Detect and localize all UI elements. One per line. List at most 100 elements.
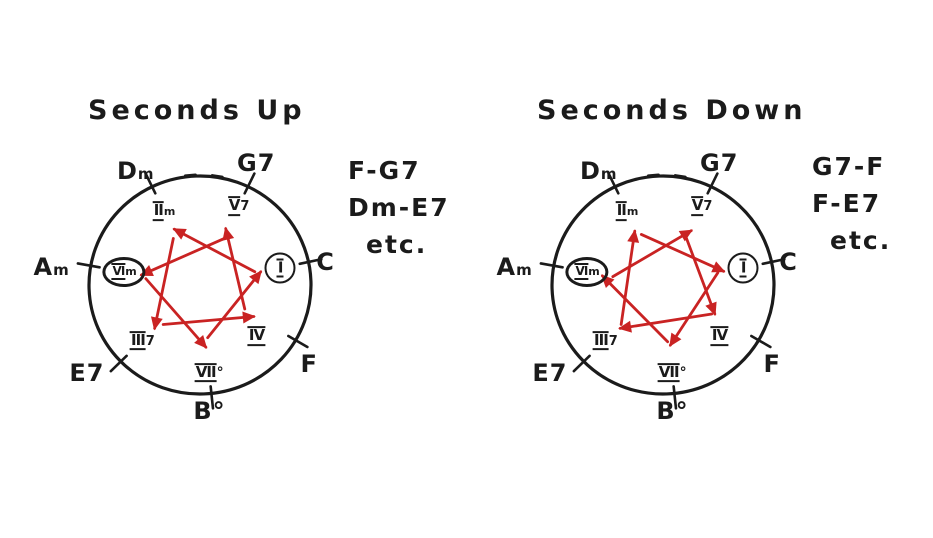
diagram-title-seconds-down: Seconds Down [537,95,807,126]
chord-quality: m [600,165,618,184]
degree-suffix: 7 [240,199,250,215]
inner-degree-label-I: I [727,252,759,284]
inner-degree-label-VII: VII° [657,362,687,383]
outer-chord-label-III: E7 [532,359,568,388]
degree-suffix: 7 [703,199,713,215]
arrow-II-to-I [639,233,726,273]
inner-degree-label-I: I [264,252,296,284]
arrow-VI-to-VII [144,277,208,349]
inner-degree-label-II: IIm [615,201,639,222]
example-progression: Dm-E7 [348,193,450,222]
chord-root: A [33,252,54,281]
tick-III [572,354,591,373]
roman-numeral: VII [194,362,217,383]
inner-degree-label-III: III7 [130,330,155,351]
degree-suffix: 7 [608,333,618,349]
pen-mark-0 [673,174,687,179]
outer-chord-label-III: E7 [69,359,105,388]
outer-chord-label-VII: B° [656,397,689,426]
arrow-III-to-II [619,229,640,326]
roman-numeral: I [739,258,747,278]
inner-degree-label-V: V7 [227,196,250,216]
roman-numeral: V [690,196,704,216]
tick-I [761,257,786,266]
tick-II [144,172,157,195]
tick-VII [672,385,678,410]
outer-chord-label-II: Dm [117,159,155,183]
degree-suffix: ° [216,364,224,381]
arrow-II-to-III [150,237,175,331]
tick-VI [539,262,564,269]
tick-II [607,172,620,195]
example-progression: F-E7 [812,189,882,218]
arrow-VII-to-I [206,270,263,340]
degree-suffix: m [626,205,639,219]
example-progression: F-G7 [348,156,421,185]
outer-chord-label-VI: Am [497,255,533,279]
chord-quality: m [53,260,70,279]
arrow-I-to-VII [668,271,720,347]
arrow-VII-to-VI [601,274,670,344]
example-progression: G7-F [812,152,886,181]
inner-degree-label-VII: VII° [194,362,224,383]
inner-degree-label-V: V7 [690,196,713,216]
arrow-VI-to-V [611,229,693,279]
arrow-IV-to-III [618,312,714,333]
outer-chord-label-II: Dm [580,159,618,183]
pen-mark-0 [210,174,224,179]
outer-chord-label-V: G7 [237,149,276,178]
chord-root: A [496,252,517,281]
inner-degree-label-II: IIm [152,201,176,222]
roman-numeral: I [276,258,284,278]
diagram-title-seconds-up: Seconds Up [88,95,306,126]
pen-mark-1 [183,173,197,178]
example-progressions-up: F-G7 Dm-E7 etc. [348,152,450,263]
example-progression-etc: etc. [366,230,428,259]
tick-IV [287,334,309,349]
inner-degree-label-III: III7 [593,330,618,351]
tick-V [706,172,719,195]
pen-mark-1 [646,173,660,178]
outer-chord-label-IV: F [300,350,318,378]
arrow-V-to-IV [683,232,717,316]
tick-IV [750,334,772,349]
degree-suffix: 7 [145,333,155,349]
chord-circle-drawing [76,172,323,410]
example-progression-etc: etc. [830,226,892,255]
inner-degree-label-IV: IV [710,325,728,346]
chord-quality: m [137,165,155,184]
roman-numeral: VI [111,263,126,280]
degree-suffix: m [163,205,176,219]
chord-circle-drawing [539,172,786,410]
arrow-III-to-IV [161,311,256,326]
tick-VI [76,262,101,269]
roman-numeral: VII [657,362,680,383]
example-progressions-down: G7-F F-E7 etc. [812,148,891,259]
tick-III [109,354,128,373]
arrow-V-to-VI [139,236,229,277]
outer-chord-label-I: C [316,248,335,277]
roman-numeral: II [152,201,164,222]
chord-quality: m [516,260,533,279]
roman-numeral: VI [574,263,589,280]
roman-numeral: IV [710,325,728,346]
chord-root: D [579,157,601,186]
degree-suffix: m [588,265,600,279]
outer-chord-label-VI: Am [34,255,70,279]
roman-numeral: III [130,330,146,351]
roman-numeral: IV [247,325,265,346]
roman-numeral: III [593,330,609,351]
degree-suffix: m [125,265,137,279]
outer-chord-label-VII: B° [193,397,226,426]
inner-degree-label-IV: IV [247,325,265,346]
outer-chord-label-V: G7 [700,149,739,178]
tick-V [243,172,256,195]
outer-chord-label-I: C [779,248,798,277]
roman-numeral: V [227,196,241,216]
degree-suffix: ° [679,364,687,381]
